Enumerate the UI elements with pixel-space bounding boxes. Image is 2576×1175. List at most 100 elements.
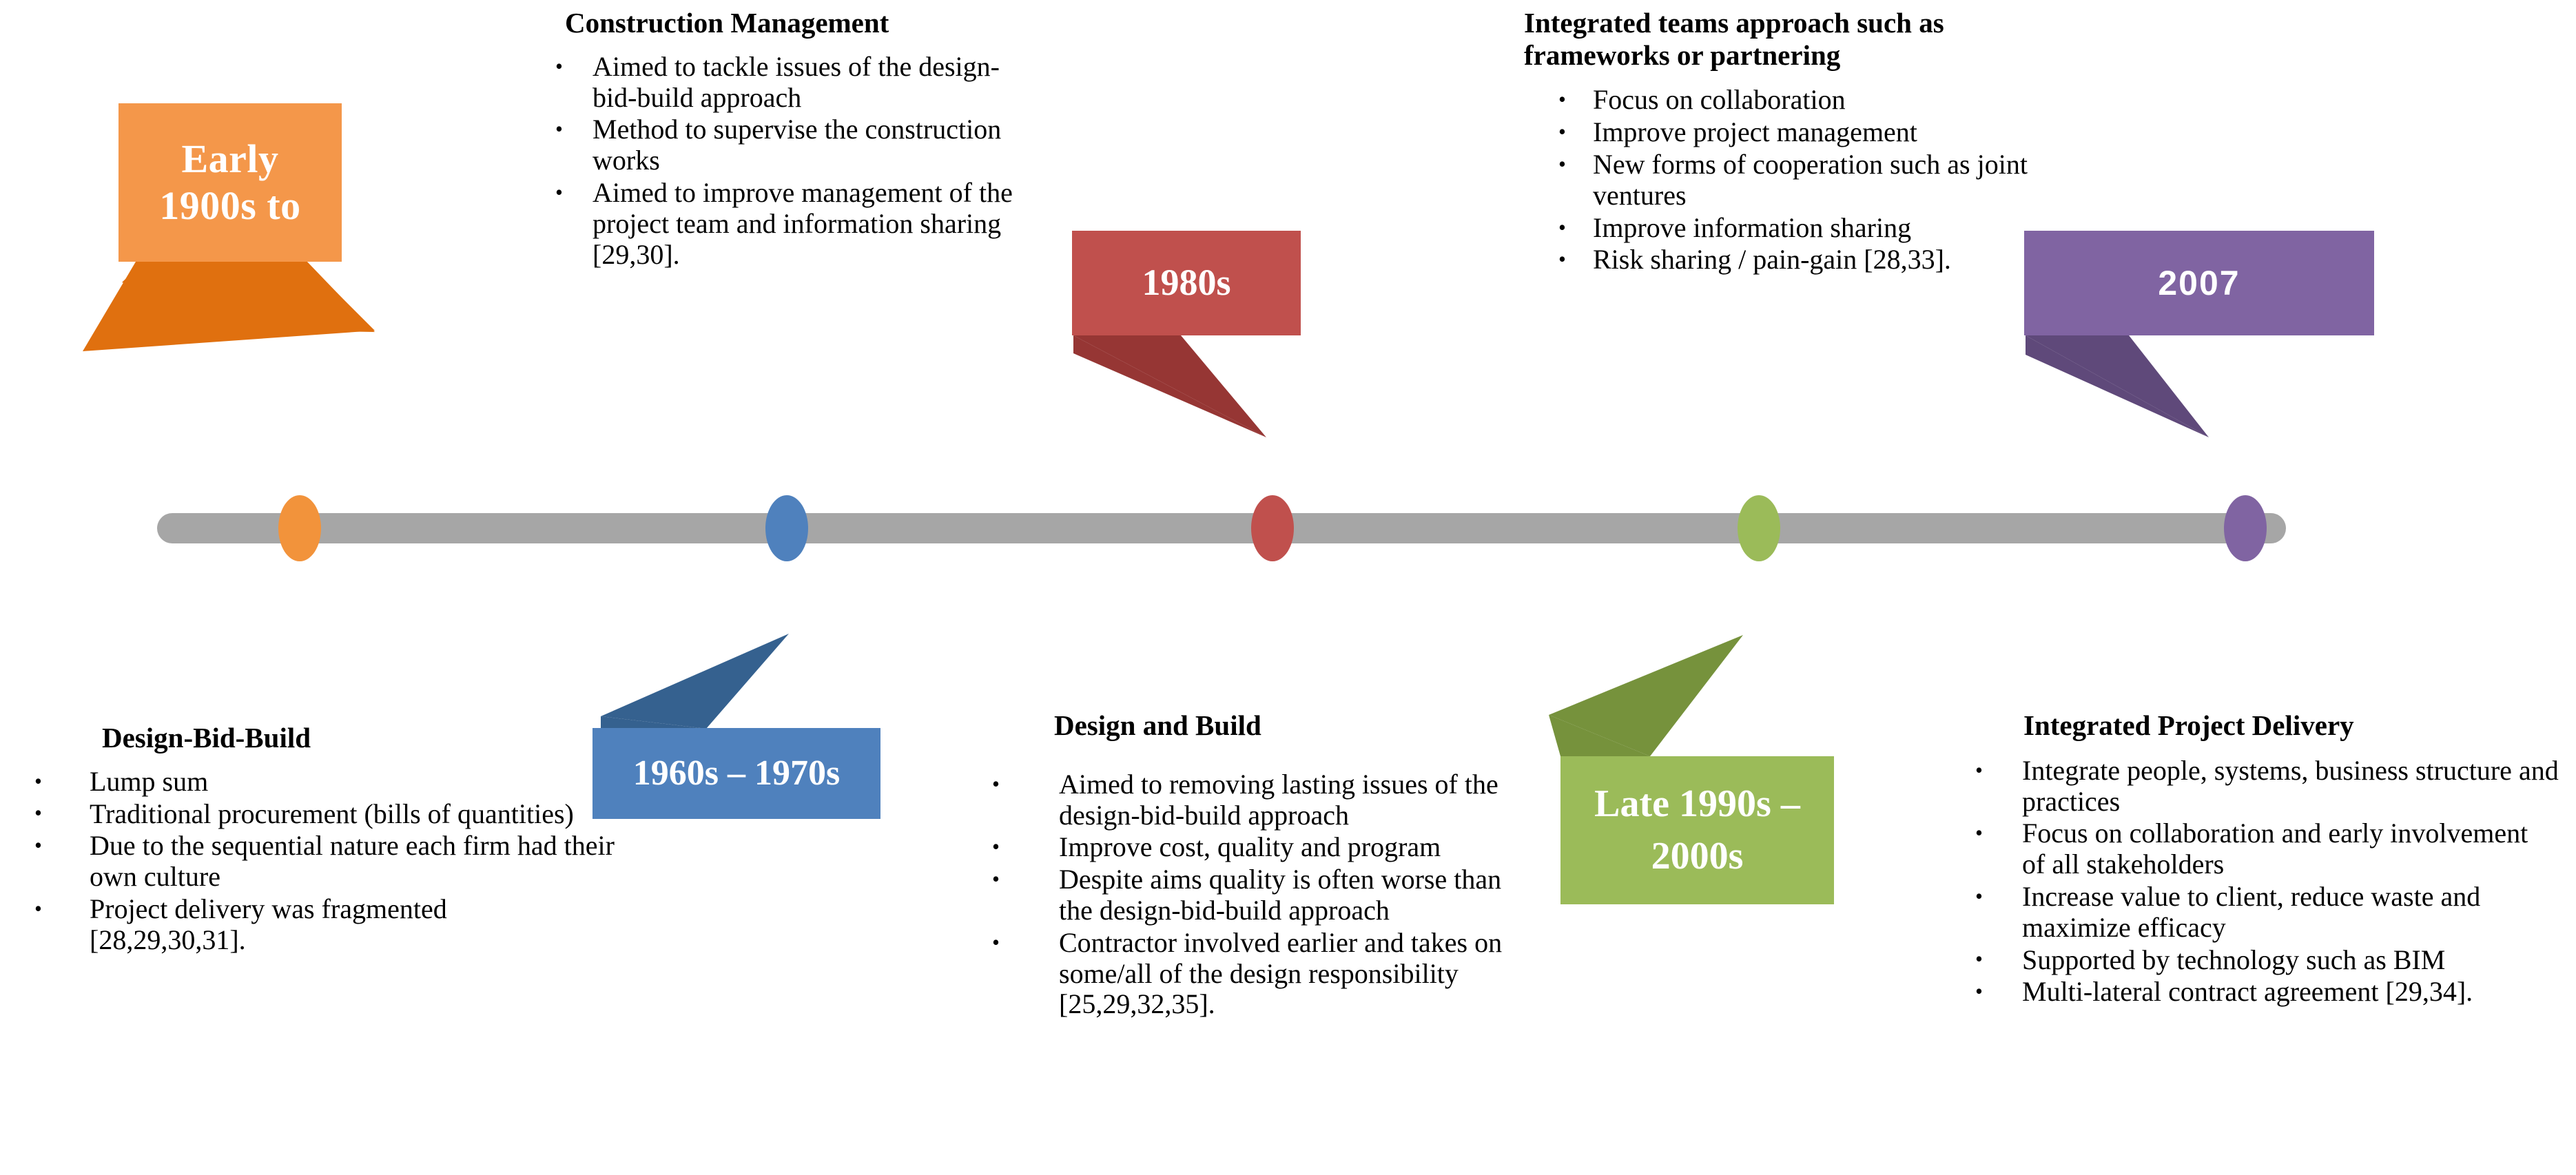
list-item: • New forms of cooperation such as joint…: [1524, 149, 2075, 211]
milestone-label-1960s-1970s: 1960s – 1970s: [632, 753, 841, 793]
bullet-icon: •: [1975, 979, 1983, 1004]
timeline-bar: [157, 513, 2286, 543]
bullet-text: Improve cost, quality and program: [1059, 831, 1441, 863]
list-item: • Focus on collaboration and early invol…: [1967, 818, 2532, 880]
milestone-box-late-1990s-2000s[interactable]: Late 1990s – 2000s: [1560, 756, 1834, 904]
bullet-text: Aimed to improve management of the proje…: [593, 176, 1013, 270]
construction-management-bullet-list: • Aimed to tackle issues of the design-b…: [524, 50, 1020, 271]
list-item: • Focus on collaboration: [1524, 85, 2096, 116]
list-item: • Improve project management: [1524, 116, 2096, 148]
bullet-text: Due to the sequential nature each firm h…: [90, 830, 615, 893]
list-item: • Improve cost, quality and program: [987, 832, 1445, 863]
text-block-design-and-build: Design and Build • Aimed to removing las…: [987, 709, 1538, 1020]
list-item: • Despite aims quality is often worse th…: [987, 864, 1541, 926]
list-item: • Project delivery was fragmented [28,29…: [14, 893, 544, 956]
list-item: • Supported by technology such as BIM: [1967, 944, 2518, 976]
callout-tail-1980s: [1073, 335, 1266, 437]
bullet-icon: •: [555, 117, 563, 142]
list-item: • Integrate people, systems, business st…: [1967, 754, 2559, 818]
timeline-dot-2007: [2224, 495, 2267, 561]
list-item: • Risk sharing / pain-gain [28,33].: [1524, 245, 2020, 275]
milestone-label-late-1990s-2000s: Late 1990s – 2000s: [1594, 782, 1800, 877]
bullet-icon: •: [34, 833, 42, 858]
bullet-icon: •: [34, 769, 42, 793]
bullet-text: Supported by technology such as BIM: [2022, 944, 2446, 975]
integrated-teams-bullet-list: • Focus on collaboration • Improve proje…: [1524, 85, 2096, 275]
milestone-label-2007: 2007: [2158, 263, 2240, 302]
callout-tail-2007: [2026, 335, 2209, 437]
milestone-box-1960s-1970s[interactable]: 1960s – 1970s: [593, 728, 880, 819]
bullet-text: Improve project management: [1593, 116, 1917, 148]
bullet-text: Contractor involved earlier and takes on…: [1059, 926, 1503, 1020]
bullet-icon: •: [1558, 152, 1566, 176]
list-item: • Aimed to removing lasting issues of th…: [987, 769, 1514, 831]
bullet-icon: •: [1975, 884, 1983, 908]
bullet-icon: •: [992, 930, 1000, 955]
text-block-integrated-project-delivery: Integrated Project Delivery • Integrate …: [1967, 709, 2559, 1008]
list-item: • Lump sum: [14, 766, 620, 798]
bullet-text: Project delivery was fragmented [28,29,3…: [90, 893, 447, 955]
milestone-box-2007[interactable]: 2007: [2024, 231, 2374, 335]
callout-tail-late-1990s-2000s: [1549, 635, 1743, 756]
timeline-dot-early-1900s: [278, 495, 321, 561]
integrated-teams-title: Integrated teams approach such as framew…: [1524, 7, 1944, 71]
design-bid-build-title: Design-Bid-Build: [102, 722, 311, 753]
bullet-icon: •: [1558, 215, 1566, 240]
list-item: • Method to supervise the construction w…: [524, 114, 1020, 176]
list-item: • Improve information sharing: [1524, 211, 2096, 244]
bullet-text: Improve information sharing: [1593, 211, 1912, 243]
bullet-text: New forms of cooperation such as joint v…: [1593, 149, 2028, 211]
bullet-text: Despite aims quality is often worse than…: [1059, 864, 1502, 926]
list-item: • Contractor involved earlier and takes …: [987, 926, 1534, 1020]
list-item: • Aimed to tackle issues of the design-b…: [524, 50, 1020, 114]
text-block-construction-management: Construction Management • Aimed to tackl…: [524, 7, 1020, 270]
milestone-callout-2007[interactable]: 2007: [2024, 231, 2410, 458]
bullet-icon: •: [34, 801, 42, 826]
milestone-callout-1980s[interactable]: 1980s: [1072, 231, 1458, 458]
bullet-text: Increase value to client, reduce waste a…: [2022, 880, 2481, 943]
construction-management-title: Construction Management: [565, 7, 889, 39]
list-item: • Multi-lateral contract agreement [29,3…: [1967, 977, 2546, 1008]
bullet-text: Focus on collaboration and early involve…: [2022, 818, 2528, 880]
bullet-text: Aimed to tackle issues of the design-bid…: [593, 50, 1000, 113]
design-and-build-bullet-list: • Aimed to removing lasting issues of th…: [987, 769, 1538, 1020]
bullet-text: Focus on collaboration: [1593, 84, 1846, 116]
list-item: • Aimed to improve management of the pro…: [524, 176, 1020, 270]
bullet-text: Traditional procurement (bills of quanti…: [90, 798, 574, 829]
text-block-integrated-teams: Integrated teams approach such as framew…: [1524, 7, 2096, 275]
milestone-label-early-1900s: Early 1900s to: [159, 136, 301, 228]
bullet-icon: •: [34, 896, 42, 921]
bullet-text: Multi-lateral contract agreement [29,34]…: [2022, 976, 2473, 1008]
bullet-text: Risk sharing / pain-gain [28,33].: [1593, 244, 1951, 275]
list-item: • Due to the sequential nature each firm…: [14, 831, 627, 893]
bullet-icon: •: [992, 835, 1000, 860]
integrated-project-delivery-title: Integrated Project Delivery: [2023, 709, 2354, 741]
design-bid-build-bullet-list: • Lump sum • Traditional procurement (bi…: [14, 766, 620, 956]
milestone-callout-early-1900s[interactable]: Early 1900s to: [83, 103, 491, 434]
callout-tail-1960s-1970s: [601, 634, 789, 729]
integrated-project-delivery-bullet-list: • Integrate people, systems, business st…: [1967, 754, 2559, 1008]
milestone-label-1980s: 1980s: [1142, 262, 1231, 304]
list-item: • Increase value to client, reduce waste…: [1967, 880, 2518, 944]
timeline-dot-late-1990s-2000s: [1738, 495, 1780, 561]
milestone-box-1980s[interactable]: 1980s: [1072, 231, 1301, 335]
bullet-icon: •: [992, 866, 1000, 891]
milestone-callout-1960s-1970s[interactable]: 1960s – 1970s: [593, 623, 978, 851]
callout-tail-early-1900s: [83, 260, 375, 351]
bullet-text: Integrate people, systems, business stru…: [2022, 754, 2559, 817]
timeline-dot-1980s: [1251, 495, 1294, 561]
bullet-text: Method to supervise the construction wor…: [593, 114, 1002, 176]
bullet-icon: •: [1558, 87, 1566, 112]
timeline-dot-1960s-1970s: [765, 495, 808, 561]
bullet-icon: •: [1975, 758, 1983, 782]
milestone-box-early-1900s[interactable]: Early 1900s to: [119, 103, 342, 262]
list-item: • Traditional procurement (bills of quan…: [14, 798, 599, 830]
bullet-text: Aimed to removing lasting issues of the …: [1059, 768, 1498, 831]
bullet-icon: •: [1558, 247, 1566, 272]
bullet-icon: •: [555, 54, 563, 79]
text-block-design-bid-build: Design-Bid-Build • Lump sum • Traditiona…: [14, 722, 620, 956]
bullet-icon: •: [992, 771, 1000, 796]
milestone-callout-late-1990s-2000s[interactable]: Late 1990s – 2000s: [1529, 620, 1970, 937]
design-and-build-title: Design and Build: [1054, 709, 1261, 741]
bullet-icon: •: [1558, 120, 1566, 145]
